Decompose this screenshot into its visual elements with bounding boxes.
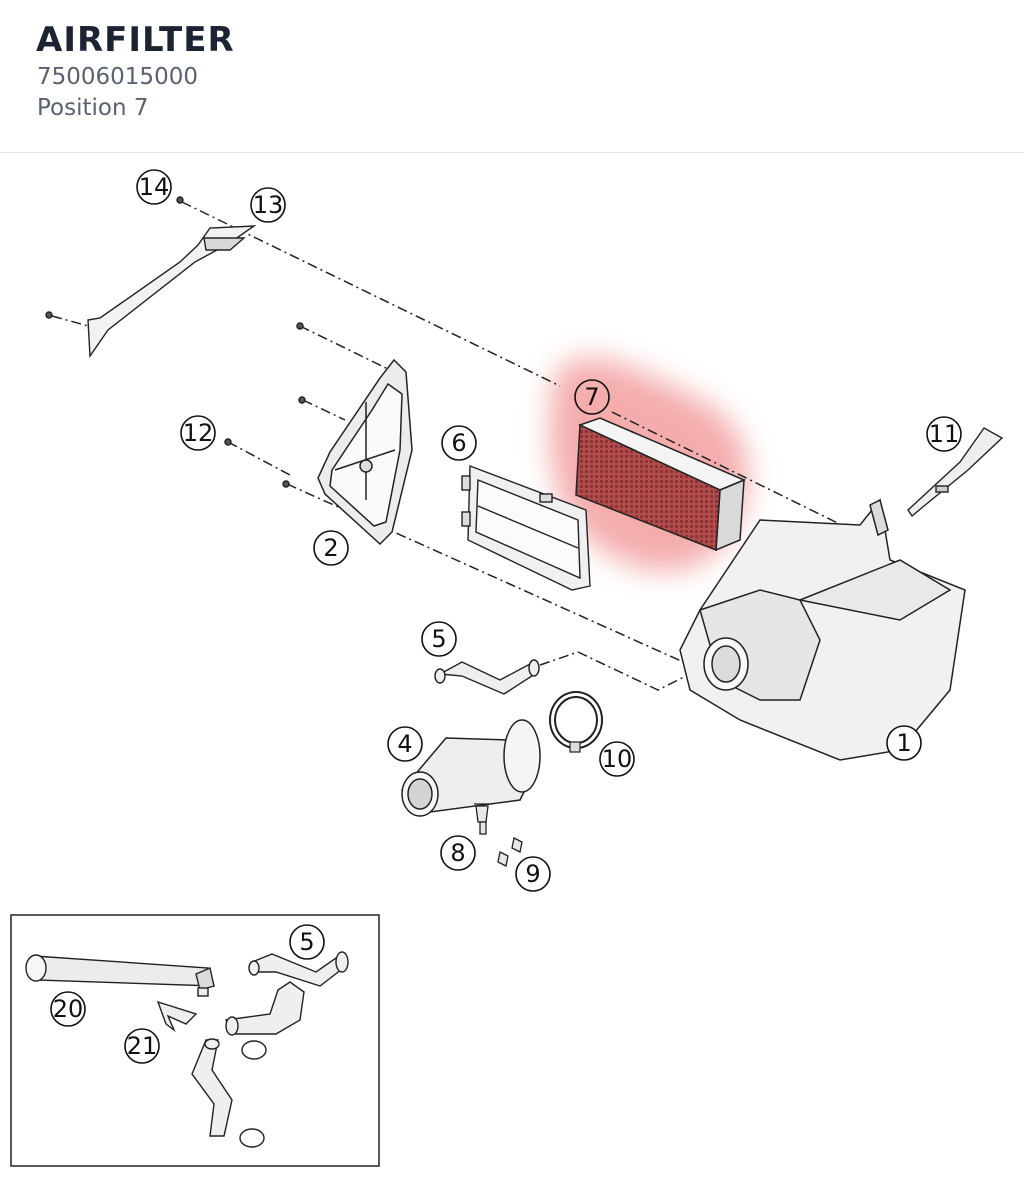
page-title: AIRFILTER	[36, 20, 235, 60]
callout-12: 12	[180, 415, 216, 451]
position-label: Position 7	[37, 95, 149, 121]
callout-number: 2	[323, 534, 338, 562]
part-number: 75006015000	[37, 64, 198, 90]
callout-5: 5	[421, 621, 457, 657]
callout-number: 13	[253, 191, 284, 219]
callout-circle	[574, 379, 610, 415]
part-20-tube	[25, 954, 215, 997]
assembly-lines	[51, 201, 863, 1037]
callout-circle	[136, 169, 172, 205]
callout-8: 8	[440, 835, 476, 871]
callout-circle	[387, 726, 423, 762]
callout-2: 2	[313, 530, 349, 566]
callout-number: 4	[397, 730, 412, 758]
callout-number: 8	[450, 839, 465, 867]
callout-circle	[313, 530, 349, 566]
part-5-hose	[434, 659, 540, 695]
callout-circle	[926, 416, 962, 452]
page-header: AIRFILTER 75006015000 Position 7	[0, 0, 1024, 153]
part-2-frame	[224, 322, 413, 546]
callout-13: 13	[250, 187, 286, 223]
callout-circle	[886, 725, 922, 761]
callout-20: 20	[50, 991, 86, 1027]
callout-14: 14	[136, 169, 172, 205]
callout-7: 7	[574, 379, 610, 415]
part-21-tie	[156, 1000, 198, 1033]
callout-circle	[124, 1028, 160, 1064]
callout-circle	[250, 187, 286, 223]
callout-number: 9	[525, 860, 540, 888]
callout-number: 20	[53, 995, 84, 1023]
callout-number: 5	[431, 625, 446, 653]
callout-circle	[515, 856, 551, 892]
inset-hoses	[191, 951, 349, 1148]
part-6-plate	[461, 464, 591, 591]
callout-number: 11	[929, 420, 960, 448]
callout-number: 10	[602, 745, 633, 773]
part-4-intake	[400, 719, 541, 817]
callout-number: 14	[139, 173, 170, 201]
callout-5: 5	[289, 924, 325, 960]
callout-circle	[421, 621, 457, 657]
callout-9: 9	[515, 856, 551, 892]
callout-number: 7	[584, 383, 599, 411]
callout-number: 5	[299, 928, 314, 956]
callout-6: 6	[441, 425, 477, 461]
callout-21: 21	[124, 1028, 160, 1064]
part-13-bracket	[45, 196, 257, 359]
callout-circle	[440, 835, 476, 871]
callout-circle	[50, 991, 86, 1027]
part-1-airbox	[679, 498, 966, 761]
callout-number: 12	[183, 419, 214, 447]
callout-number: 21	[127, 1032, 158, 1060]
callout-circle	[289, 924, 325, 960]
part-11-strap	[907, 427, 1004, 518]
callout-11: 11	[926, 416, 962, 452]
callout-1: 1	[886, 725, 922, 761]
callout-circle	[180, 415, 216, 451]
inset-frame	[10, 914, 380, 1167]
part-7-air-filter	[575, 417, 746, 552]
callout-number: 1	[896, 729, 911, 757]
callout-circle	[599, 741, 635, 777]
callout-10: 10	[599, 741, 635, 777]
callout-4: 4	[387, 726, 423, 762]
callout-circle	[441, 425, 477, 461]
part-10-clamp	[549, 691, 603, 753]
callout-number: 6	[451, 429, 466, 457]
part-8-9-fasteners	[474, 803, 523, 867]
